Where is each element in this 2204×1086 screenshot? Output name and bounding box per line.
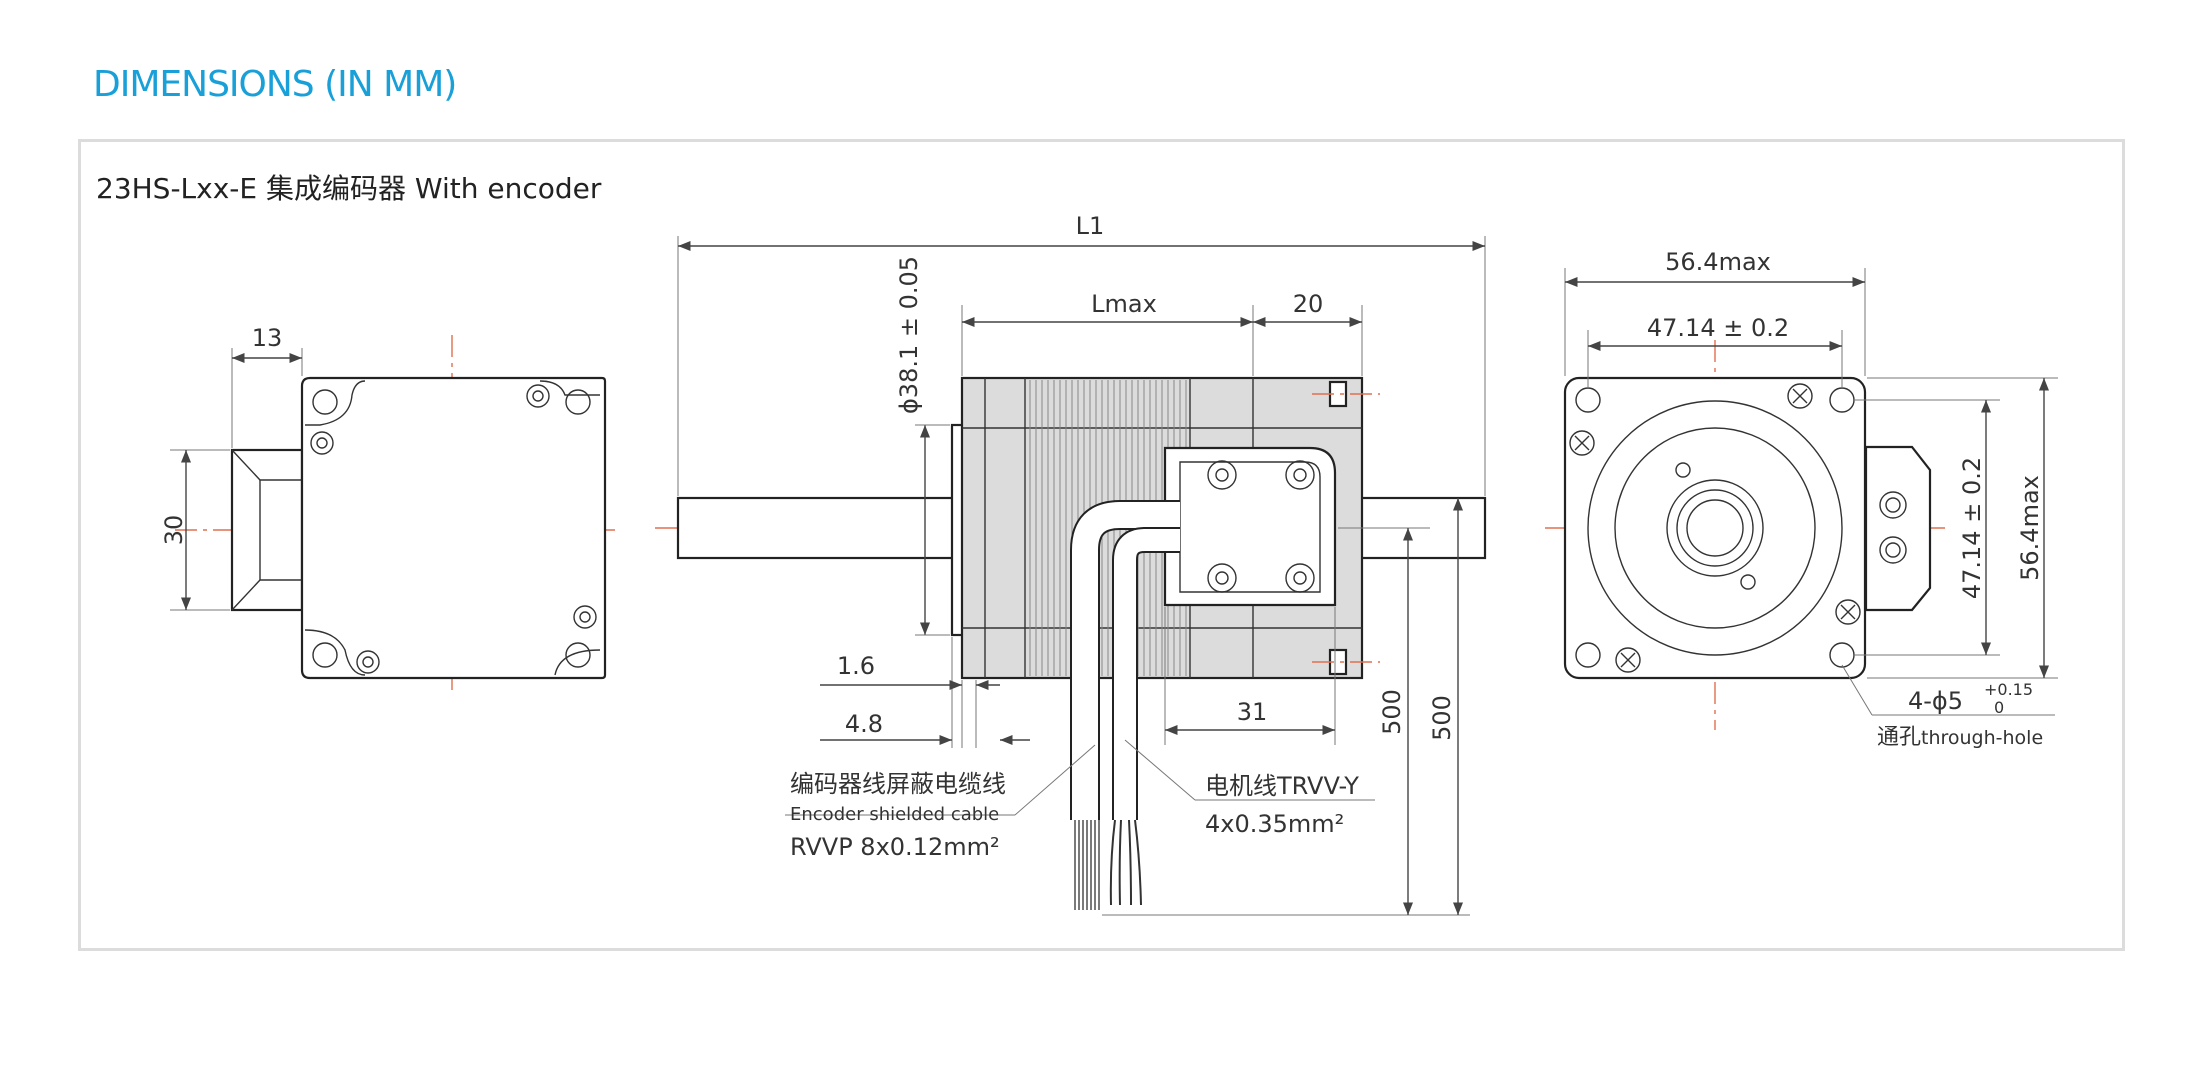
dim-4-8: 4.8 bbox=[845, 710, 883, 738]
dim-500-a: 500 bbox=[1378, 689, 1406, 735]
page-title: DIMENSIONS (IN MM) bbox=[93, 64, 457, 105]
dim-56-4-top: 56.4max bbox=[1665, 248, 1771, 276]
left-view: 13 30 bbox=[160, 324, 620, 690]
dim-1-6: 1.6 bbox=[837, 652, 875, 680]
dim-13: 13 bbox=[252, 324, 283, 352]
dim-phi-38-1: ϕ38.1 ± 0.05 bbox=[895, 256, 923, 414]
hole-spec: 4-ϕ5 bbox=[1908, 687, 1963, 715]
front-view: 56.4max 47.14 ± 0.2 47.14 ± 0.2 56.4max … bbox=[1545, 248, 2058, 750]
side-view: L1 Lmax 20 ϕ38.1 ± 0.05 1.6 4.8 31 50 bbox=[655, 212, 1487, 916]
dim-31: 31 bbox=[1237, 698, 1268, 726]
dim-30: 30 bbox=[160, 515, 188, 546]
hole-tol-upper: +0.15 bbox=[1984, 680, 2033, 699]
hole-tol-lower: 0 bbox=[1994, 698, 2004, 717]
drawing-frame bbox=[78, 139, 2125, 951]
hole-note-en: through-hole bbox=[1921, 727, 2043, 749]
dim-47-14-side: 47.14 ± 0.2 bbox=[1958, 457, 1986, 599]
dim-L1: L1 bbox=[1076, 212, 1105, 240]
dim-47-14-top: 47.14 ± 0.2 bbox=[1647, 314, 1789, 342]
encoder-cable-en: Encoder shielded cable bbox=[790, 804, 999, 825]
motor-cable-spec: 4x0.35mm² bbox=[1205, 810, 1344, 838]
dim-Lmax: Lmax bbox=[1091, 290, 1157, 318]
encoder-cable-cn: 编码器线屏蔽电缆线 bbox=[790, 770, 1006, 798]
drawing-subtitle: 23HS-Lxx-E 集成编码器 With encoder bbox=[96, 172, 602, 205]
dim-56-4-side: 56.4max bbox=[2016, 475, 2044, 581]
hole-note-cn: 通孔 bbox=[1877, 725, 1921, 750]
motor-cable-cn: 电机线TRVV-Y bbox=[1205, 772, 1359, 800]
dim-20: 20 bbox=[1293, 290, 1324, 318]
dim-500-b: 500 bbox=[1428, 695, 1456, 741]
encoder-cable-spec: RVVP 8x0.12mm² bbox=[790, 833, 1000, 861]
